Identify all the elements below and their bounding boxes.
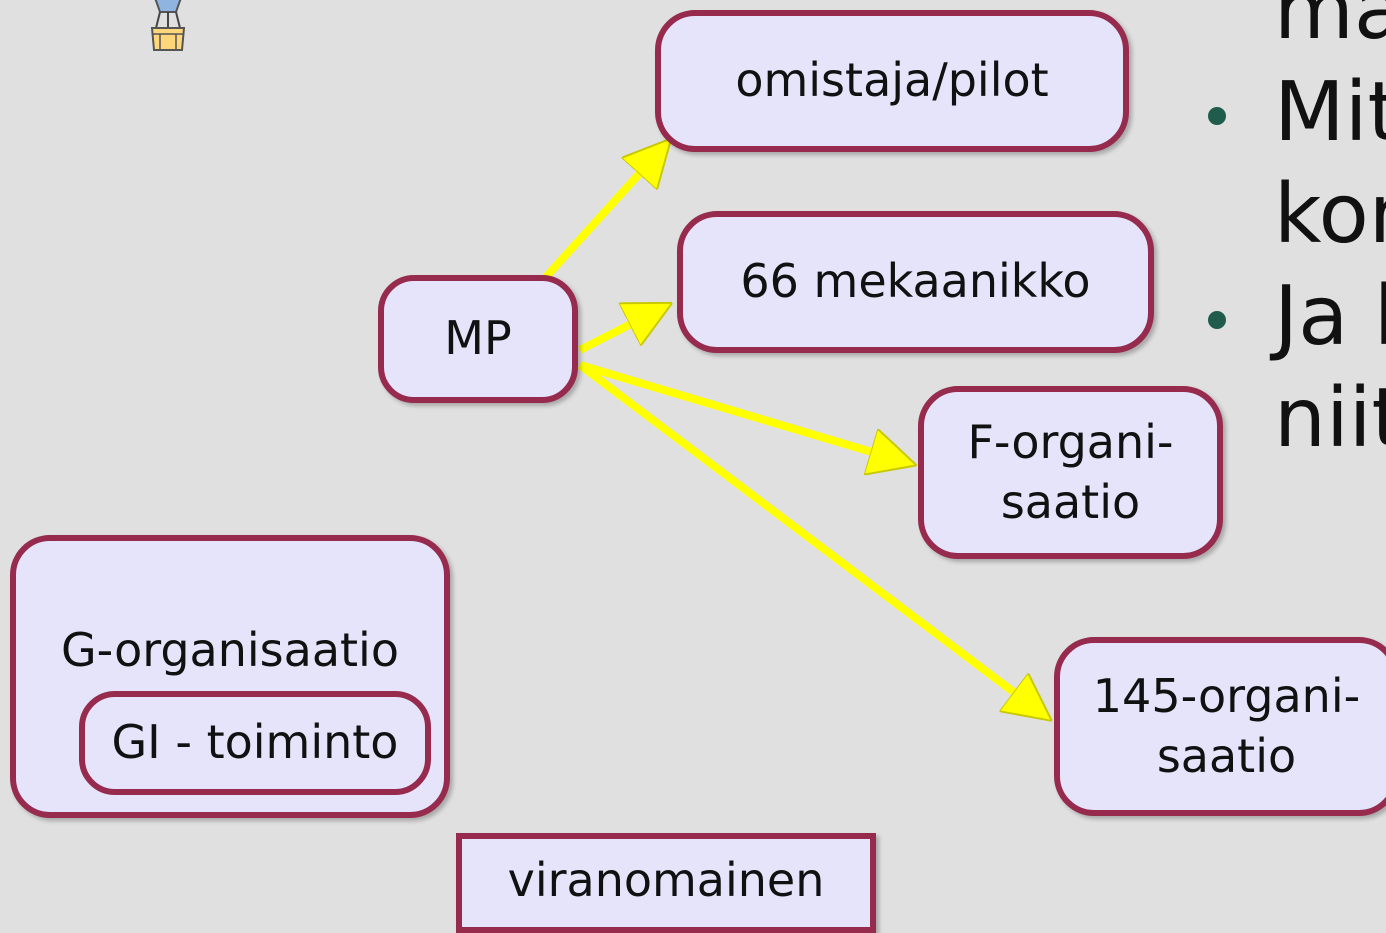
bullet-text-plain: Ja bbox=[1274, 269, 1375, 364]
bullet-text: kon bbox=[1274, 164, 1386, 266]
bullet-text: niit bbox=[1274, 368, 1386, 470]
bullet-text: Ja k bbox=[1274, 266, 1386, 368]
node-g-organisaatio: G-organisaatio GI - toiminto bbox=[10, 535, 450, 818]
bullet-text-bold: k bbox=[1375, 269, 1386, 364]
bullet-dot-icon bbox=[1208, 107, 1226, 125]
node-gi-toiminto: GI - toiminto bbox=[79, 691, 431, 795]
node-f-organisaatio: F-organi- saatio bbox=[918, 386, 1223, 559]
hot-air-balloon-icon bbox=[138, 0, 198, 58]
bullet-dot-icon bbox=[1208, 311, 1226, 329]
bullet-text: ma bbox=[1274, 0, 1386, 62]
node-omistaja-pilot: omistaja/pilot bbox=[655, 10, 1129, 152]
arrow-mp-to-f-org bbox=[580, 365, 912, 464]
node-66-mekaanikko: 66 mekaanikko bbox=[677, 211, 1154, 353]
node-145-organisaatio: 145-organi- saatio bbox=[1054, 637, 1386, 816]
g-organisaatio-label: G-organisaatio bbox=[16, 621, 444, 681]
node-mp: MP bbox=[378, 275, 578, 403]
arrow-mp-to-omistaja bbox=[545, 142, 668, 278]
arrow-mp-to-mekaanikko bbox=[580, 305, 668, 350]
bullet-text: Mit bbox=[1274, 62, 1386, 164]
node-viranomainen: viranomainen bbox=[456, 833, 876, 933]
